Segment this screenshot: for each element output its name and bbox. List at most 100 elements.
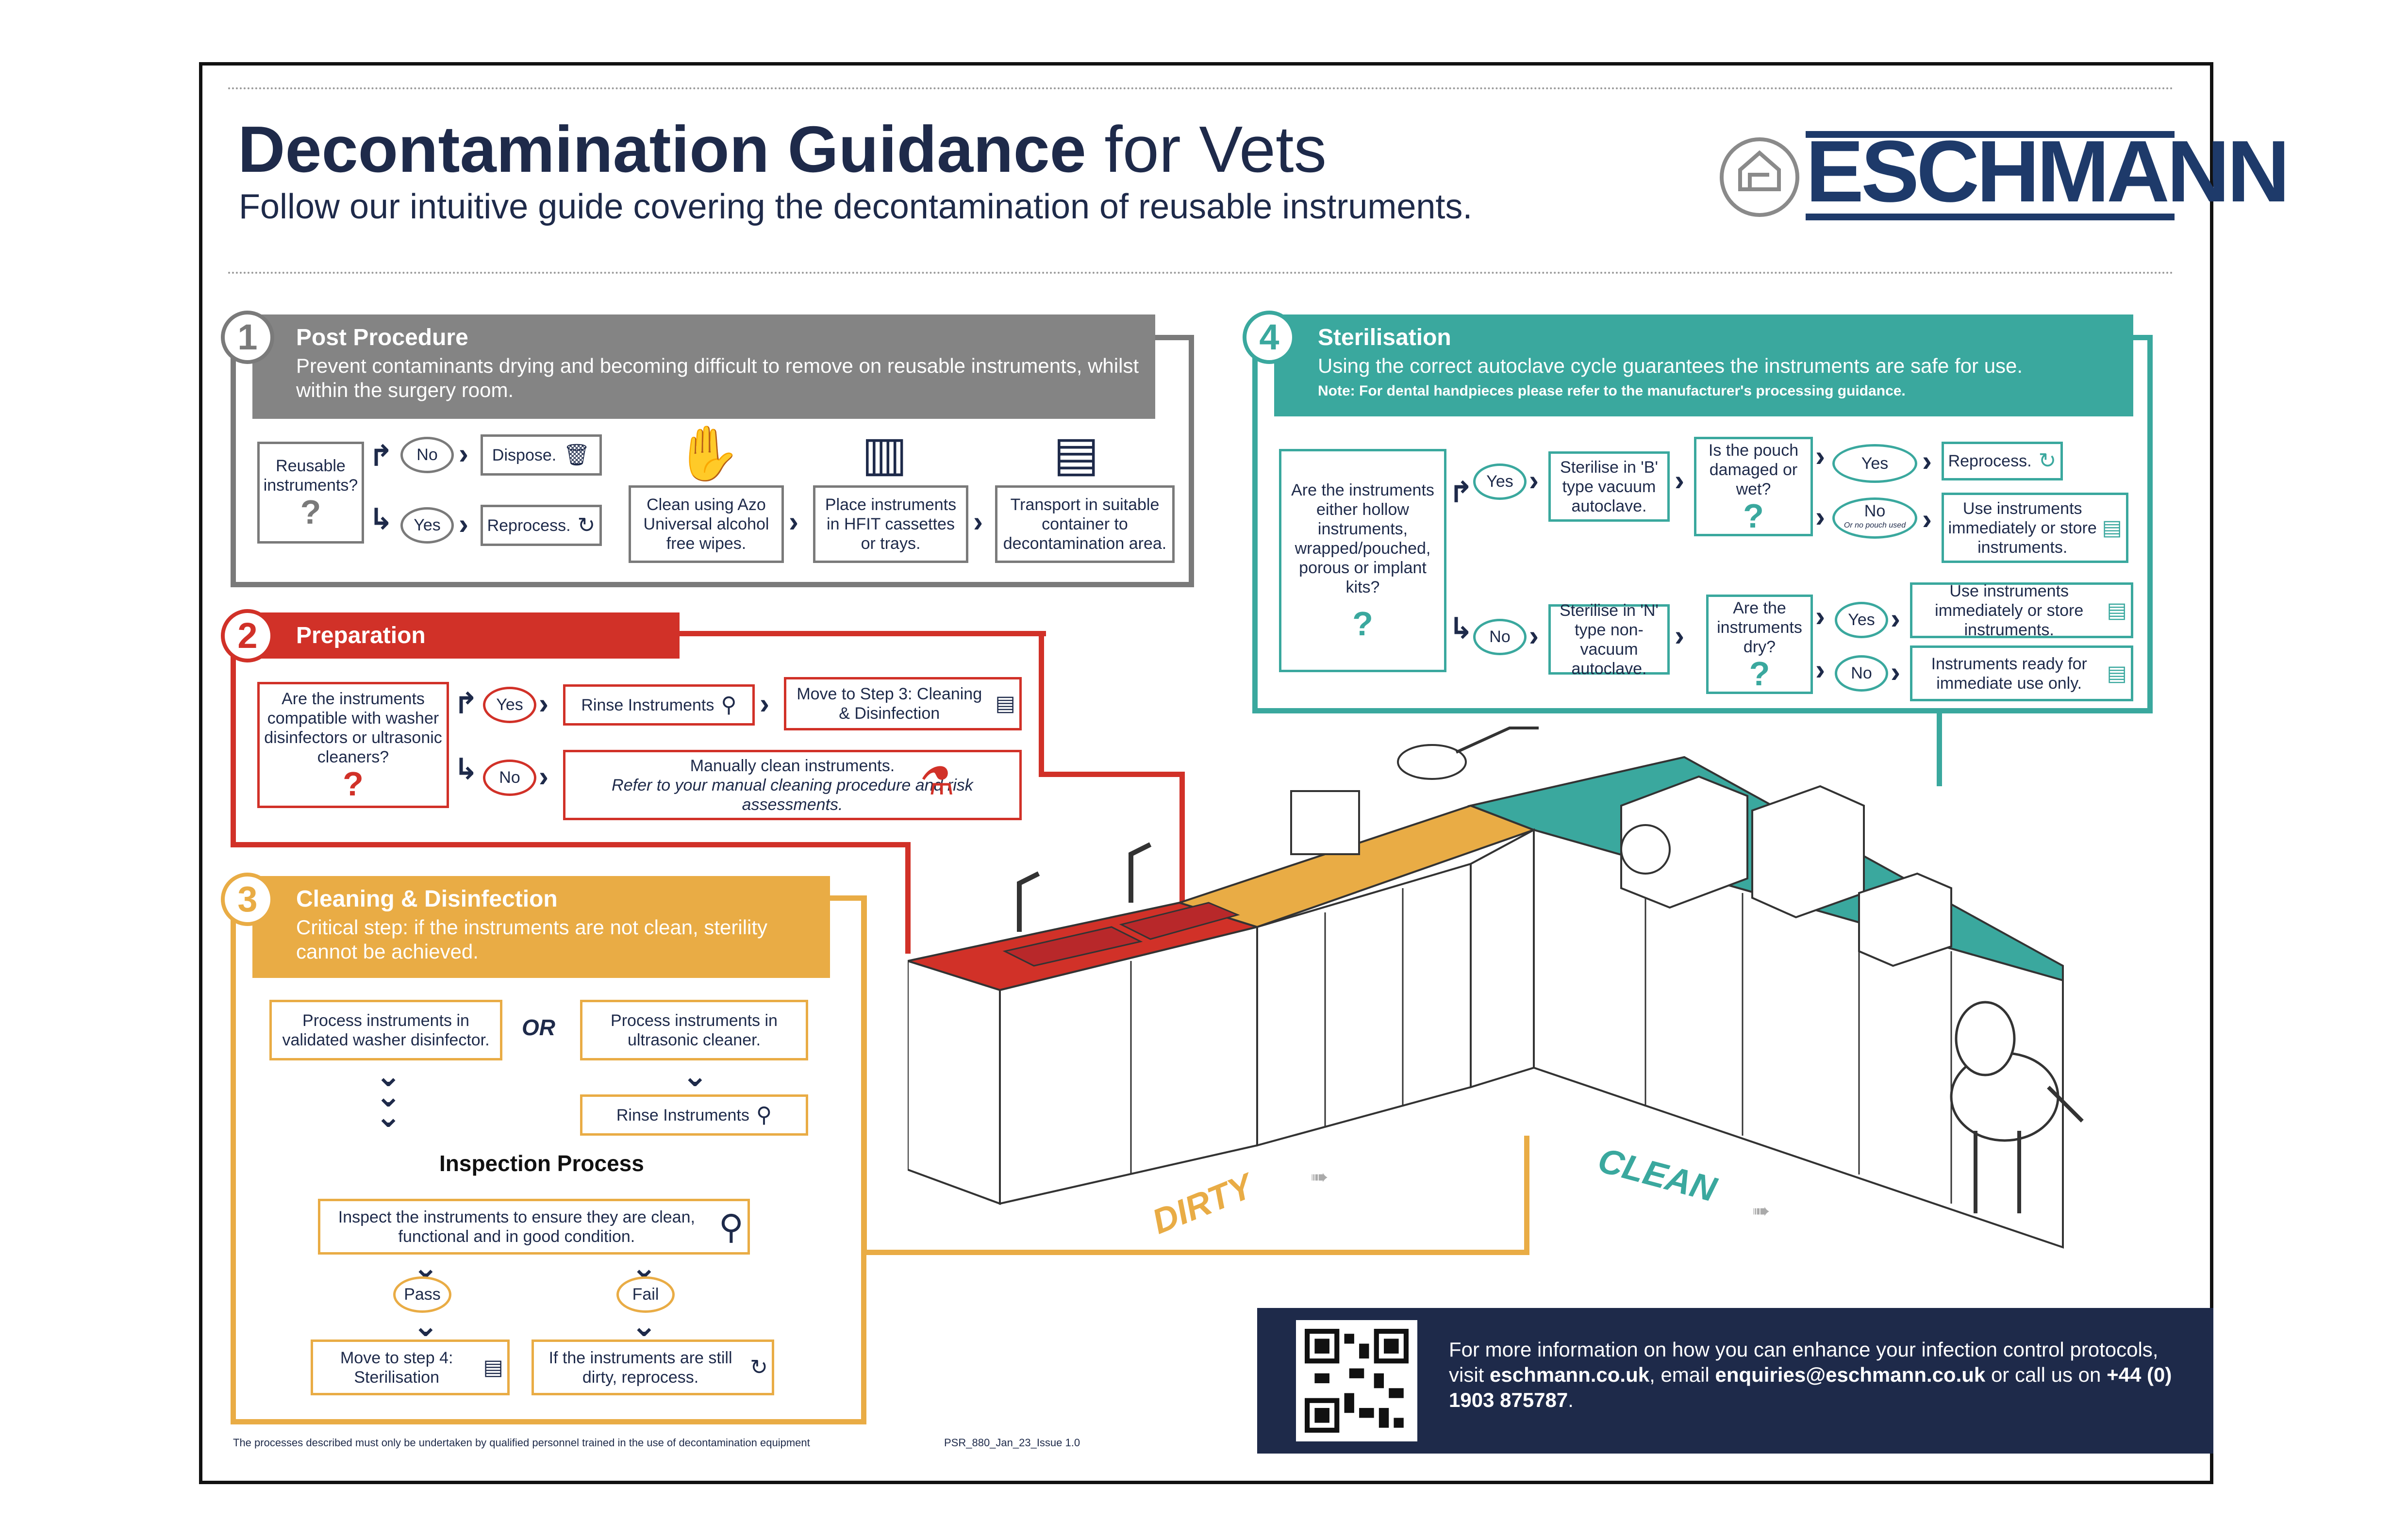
step4-number: 4 — [1243, 311, 1296, 364]
arrow-right-icon: › — [760, 687, 769, 720]
step4-b-type: Sterilise in 'B' type vacuum autoclave. — [1548, 451, 1670, 522]
arrow-right-icon: › — [1815, 440, 1825, 472]
step4-question: Are the instruments either hollow instru… — [1279, 449, 1446, 672]
step4-use-store: Use instruments immediately or store ins… — [1942, 493, 2128, 563]
dirty-arrow-icon: ➠ — [1311, 1165, 1329, 1189]
cassette-icon: ▤ — [2107, 598, 2127, 622]
phone-number[interactable]: +44 (0) 1903 875787 — [1449, 1363, 2172, 1411]
step4-description: Using the correct autoclave cycle guaran… — [1318, 354, 2023, 377]
step2-no-pill: No — [483, 760, 536, 796]
clean-arrow-icon: ➠ — [1752, 1199, 1770, 1223]
step4-arrow-no: ↳ — [1449, 612, 1474, 645]
cassette-icon: ▤ — [2102, 515, 2122, 540]
step3-rinse: Rinse Instruments⚲ — [580, 1094, 808, 1136]
step4-heading: Sterilisation — [1318, 325, 1451, 350]
website-link[interactable]: eschmann.co.uk — [1490, 1363, 1650, 1386]
arrow-right-icon: › — [789, 505, 798, 538]
tap-icon: ⚲ — [756, 1103, 772, 1127]
chevron-down-icon: ⌄ — [413, 1250, 439, 1285]
arrow-right-icon: › — [1815, 500, 1825, 533]
step2-connector — [1039, 772, 1184, 777]
arrow-right-icon: › — [539, 687, 548, 720]
arrow-right-icon: › — [1922, 503, 1932, 535]
logo-bar-top — [1806, 131, 2175, 138]
step4-reprocess: Reprocess.↻ — [1942, 442, 2063, 480]
email-link[interactable]: enquiries@eschmann.co.uk — [1715, 1363, 1986, 1386]
arrow-right-icon: › — [1891, 602, 1900, 635]
step4-yes-pill: Yes — [1473, 463, 1527, 500]
arrow-right-icon: › — [1922, 445, 1932, 477]
arrow-right-icon: › — [1815, 653, 1825, 686]
qr-code[interactable] — [1296, 1320, 1417, 1441]
footer-contact: For more information on how you can enha… — [1449, 1338, 2172, 1411]
step3-washer: Process instruments in validated washer … — [269, 1000, 502, 1060]
step4-dry-yes: Yes — [1835, 602, 1888, 638]
step2-number: 2 — [221, 609, 274, 662]
arrow-right-icon: › — [1675, 619, 1684, 652]
washer-icon: ▤ — [995, 692, 1015, 715]
step3-fail-pill: Fail — [616, 1276, 675, 1313]
step3-connector — [1524, 1136, 1529, 1255]
step1-reprocess: Reprocess.↻ — [481, 505, 602, 546]
arrow-right-icon: › — [1815, 600, 1825, 632]
step1-description: Prevent contaminants drying and becoming… — [296, 354, 1139, 401]
step1-arrow-no: ↱ — [369, 440, 394, 472]
step1-transport-box: Transport in suitable container to decon… — [995, 485, 1175, 563]
chevron-down-icon: ⌄ — [631, 1250, 657, 1285]
step3-connector — [862, 895, 867, 1255]
cassette-icon: ▤ — [483, 1355, 503, 1379]
step2-header: Preparation — [252, 612, 680, 659]
step2-yes-pill: Yes — [483, 687, 536, 723]
step1-dispose: Dispose.🗑 — [481, 434, 602, 476]
step1-place-box: Place instruments in HFIT cassettes or t… — [813, 485, 968, 563]
inspection-title: Inspection Process — [439, 1151, 644, 1176]
step1-question: Reusable instruments?? — [257, 442, 364, 544]
step2-arrow-no: ↳ — [454, 753, 479, 785]
chevron-down-icon: ⌄ — [413, 1308, 439, 1343]
recycle-icon: ↻ — [577, 513, 596, 537]
arrow-right-icon: › — [459, 508, 468, 540]
step1-arrow-yes: ↳ — [369, 503, 394, 535]
eschmann-logo: ESCHMANN — [1806, 123, 2290, 220]
step4-dry-question: Are the instruments dry?? — [1706, 595, 1813, 694]
spray-bottle-icon: ⚗ — [920, 760, 955, 803]
logo-bar-bottom — [1806, 214, 2175, 220]
step3-heading: Cleaning & Disinfection — [296, 886, 558, 912]
step4-pouch-yes: Yes — [1832, 444, 1917, 483]
step3-pass-pill: Pass — [393, 1276, 451, 1313]
top-divider — [228, 87, 2175, 89]
chevron-down-icon: ⌄⌄⌄ — [375, 1058, 401, 1134]
step1-clean-box: Clean using Azo Universal alcohol free w… — [629, 485, 784, 563]
step1-yes-pill: Yes — [400, 507, 454, 544]
chevron-down-icon: ⌄ — [682, 1058, 708, 1093]
cassette-icon: ▥ — [862, 427, 908, 481]
recycle-icon: ↻ — [2038, 449, 2057, 473]
arrow-right-icon: › — [459, 437, 468, 470]
step2-manual: Manually clean instruments. Refer to you… — [563, 750, 1022, 820]
step4-pouch-question: Is the pouch damaged or wet?? — [1694, 437, 1813, 536]
header-divider — [228, 272, 2175, 274]
step2-move: Move to Step 3: Cleaning & Disinfection▤ — [784, 677, 1022, 730]
step4-dry-no: No — [1835, 655, 1888, 692]
eschmann-logo-icon — [1718, 131, 1801, 223]
recycle-icon: ↻ — [750, 1355, 768, 1379]
disclaimer: The processes described must only be und… — [233, 1437, 810, 1449]
step3-ultrasonic: Process instruments in ultrasonic cleane… — [580, 1000, 808, 1060]
step2-connector — [231, 842, 910, 847]
step4-use-store2: Use instruments immediately or store ins… — [1910, 582, 2133, 639]
magnifier-icon: ⚲ — [718, 1207, 744, 1246]
step3-description: Critical step: if the instruments are no… — [296, 916, 768, 963]
bin-icon: 🗑 — [563, 443, 591, 467]
step1-heading: Post Procedure — [296, 325, 468, 350]
step4-note: Note: For dental handpieces please refer… — [1318, 383, 1906, 399]
step2-connector — [905, 842, 911, 954]
step4-connector — [1937, 709, 1942, 786]
step1-no-pill: No — [400, 437, 454, 473]
arrow-right-icon: › — [1675, 464, 1684, 496]
step1-number: 1 — [221, 311, 274, 364]
container-icon: ▤ — [1053, 427, 1099, 481]
cassette-icon: ▤ — [2107, 661, 2127, 685]
step4-header: Sterilisation Using the correct autoclav… — [1274, 314, 2133, 416]
arrow-right-icon: › — [1529, 464, 1539, 496]
step4-arrow-yes: ↱ — [1449, 476, 1474, 509]
